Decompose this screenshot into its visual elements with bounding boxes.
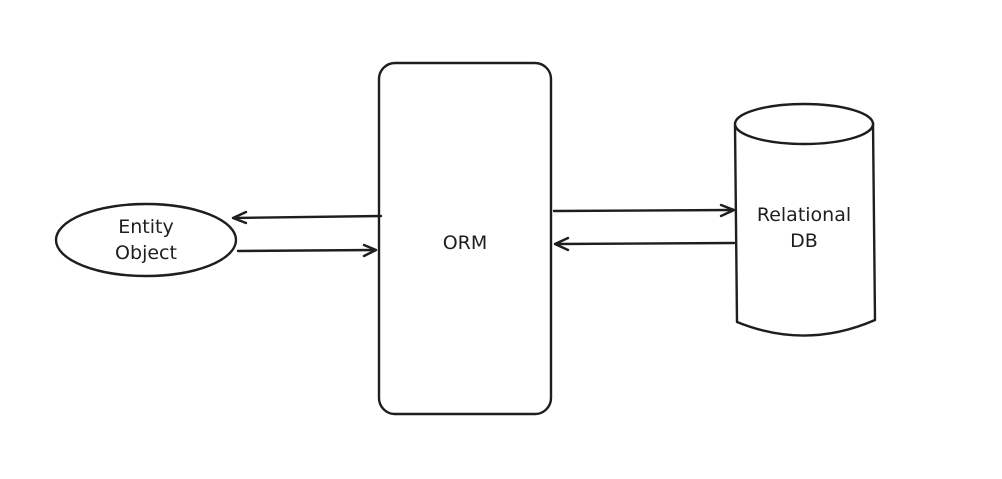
orm-label: ORM xyxy=(442,232,488,254)
orm-node xyxy=(377,61,553,416)
relational-db-node xyxy=(733,102,877,337)
entity-object-label: Entity Object xyxy=(96,214,196,266)
arrow-entity-to-orm xyxy=(236,243,378,258)
entity-object-node xyxy=(54,202,238,278)
db-cylinder-top xyxy=(733,102,875,146)
db-label-line1: Relational xyxy=(756,204,852,226)
arrow-db-to-orm xyxy=(553,236,736,252)
db-label-line2: DB xyxy=(790,230,818,252)
arrow-orm-to-entity xyxy=(231,210,383,225)
relational-db-label: Relational DB xyxy=(744,202,864,254)
entity-label-line2: Object xyxy=(115,242,177,264)
db-cylinder-body xyxy=(733,121,877,337)
entity-label-line1: Entity xyxy=(118,216,174,238)
arrow-orm-to-db xyxy=(552,203,736,218)
